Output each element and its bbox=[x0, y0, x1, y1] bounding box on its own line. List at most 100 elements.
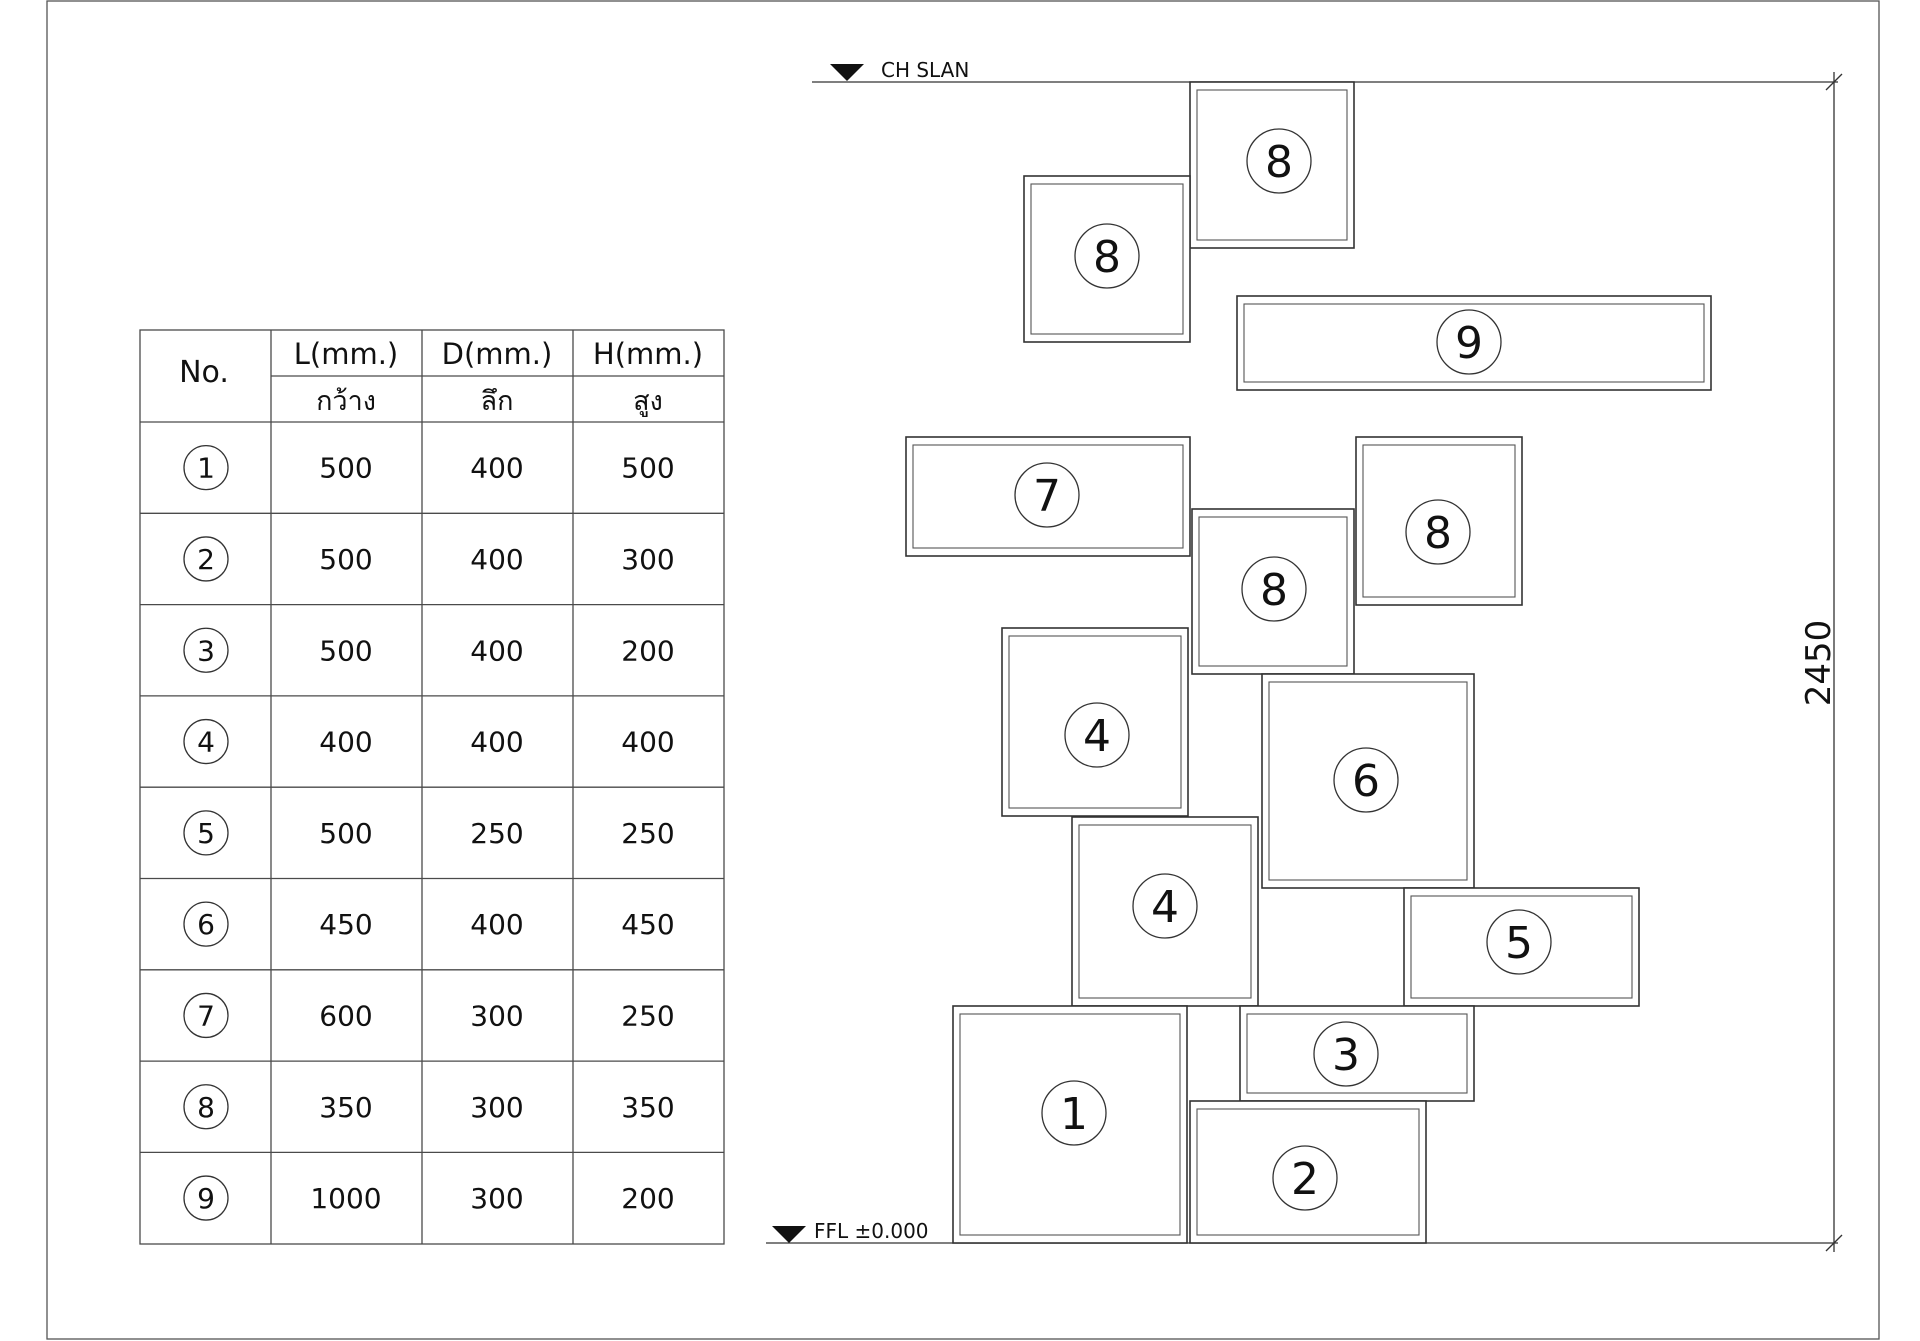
table-header-no: No. bbox=[179, 355, 229, 390]
shelf-box-8: 8 bbox=[1191, 508, 1355, 675]
table-header-length: L(mm.) bbox=[294, 337, 399, 371]
shelf-number-circle bbox=[1333, 747, 1399, 813]
item-number: 5 bbox=[197, 817, 215, 850]
cell-d: 400 bbox=[470, 452, 523, 485]
shelf-box-inner bbox=[1078, 824, 1252, 999]
shelf-box-9: 9 bbox=[1236, 295, 1712, 391]
shelf-number-circle bbox=[1272, 1145, 1338, 1211]
cell-l: 500 bbox=[319, 817, 372, 850]
shelf-box-inner bbox=[1198, 516, 1348, 667]
item-number: 6 bbox=[197, 908, 215, 941]
shelf-number-circle bbox=[1405, 499, 1471, 565]
dimension-tick-bottom bbox=[1825, 1234, 1843, 1252]
dimension-label: 2450 bbox=[1799, 620, 1839, 707]
shelf-box-4: 4 bbox=[1001, 627, 1189, 817]
shelf-box-inner bbox=[959, 1013, 1181, 1236]
table-header-length-thai: กว้าง bbox=[316, 386, 376, 417]
shelf-box-1: 1 bbox=[952, 1005, 1188, 1244]
cell-l: 500 bbox=[319, 452, 372, 485]
table-header-depth-thai: ลึก bbox=[481, 386, 514, 417]
item-number-circle bbox=[183, 536, 229, 582]
item-number: 2 bbox=[197, 543, 215, 576]
shelf-boxes: 8 8 9 7 8 8 4 6 4 5 3 1 2 bbox=[905, 81, 1712, 1244]
shelf-number: 8 bbox=[1265, 137, 1293, 188]
cell-h: 450 bbox=[621, 908, 674, 941]
spec-table: No. L(mm.) D(mm.) H(mm.) กว้าง ลึก สูง 1… bbox=[139, 329, 725, 1245]
cell-d: 300 bbox=[470, 1091, 523, 1124]
cell-d: 400 bbox=[470, 726, 523, 759]
item-number: 4 bbox=[197, 726, 215, 759]
cell-l: 600 bbox=[319, 999, 372, 1032]
shelf-box-7: 7 bbox=[905, 436, 1191, 557]
item-number-circle bbox=[183, 810, 229, 856]
cell-l: 350 bbox=[319, 1091, 372, 1124]
shelf-number: 2 bbox=[1291, 1154, 1319, 1205]
table-header-height-thai: สูง bbox=[633, 386, 663, 417]
table-header-depth: D(mm.) bbox=[442, 337, 553, 371]
floor-level-marker-icon bbox=[772, 1226, 806, 1243]
shelf-number-circle bbox=[1313, 1021, 1379, 1087]
shelf-number: 8 bbox=[1260, 565, 1288, 616]
cell-h: 200 bbox=[621, 1182, 674, 1215]
cell-l: 500 bbox=[319, 634, 372, 667]
shelf-number-circle bbox=[1064, 702, 1130, 768]
shelf-box-6: 6 bbox=[1261, 673, 1475, 889]
cell-d: 300 bbox=[470, 999, 523, 1032]
shelf-number: 3 bbox=[1332, 1030, 1360, 1081]
shelf-number: 4 bbox=[1151, 882, 1179, 933]
cell-l: 400 bbox=[319, 726, 372, 759]
cell-h: 500 bbox=[621, 452, 674, 485]
cell-l: 500 bbox=[319, 543, 372, 576]
shelf-number: 6 bbox=[1352, 756, 1380, 807]
shelf-box-8: 8 bbox=[1023, 175, 1191, 343]
cell-h: 300 bbox=[621, 543, 674, 576]
shelf-box-inner bbox=[1030, 183, 1184, 335]
shelf-number: 5 bbox=[1505, 918, 1533, 969]
cell-l: 1000 bbox=[310, 1182, 381, 1215]
cell-d: 400 bbox=[470, 634, 523, 667]
shelf-box-3: 3 bbox=[1239, 1005, 1475, 1102]
cell-h: 250 bbox=[621, 817, 674, 850]
shelf-box-8: 8 bbox=[1355, 436, 1523, 606]
ceiling-level-marker-icon bbox=[830, 64, 864, 81]
table-row: 2 500 400 300 bbox=[183, 536, 675, 582]
cell-d: 300 bbox=[470, 1182, 523, 1215]
cell-d: 400 bbox=[470, 908, 523, 941]
shelf-number-circle bbox=[1074, 223, 1140, 289]
shelf-number: 7 bbox=[1033, 471, 1061, 522]
shelf-box-4: 4 bbox=[1071, 816, 1259, 1007]
shelf-number: 8 bbox=[1093, 232, 1121, 283]
shelf-number: 8 bbox=[1424, 508, 1452, 559]
shelf-number: 1 bbox=[1060, 1089, 1088, 1140]
shelf-number: 4 bbox=[1083, 711, 1111, 762]
shelf-box-5: 5 bbox=[1403, 887, 1640, 1007]
floor-level-label: FFL ±0.000 bbox=[814, 1219, 929, 1243]
shelf-box-inner bbox=[1246, 1013, 1468, 1094]
shelf-box-inner bbox=[1362, 444, 1516, 598]
shelf-box-outline bbox=[1023, 175, 1191, 343]
shelf-number: 9 bbox=[1455, 318, 1483, 369]
item-number-circle bbox=[183, 992, 229, 1039]
shelf-number-circle bbox=[1436, 309, 1502, 375]
shelf-box-inner bbox=[1243, 303, 1705, 383]
item-number: 3 bbox=[197, 634, 215, 667]
item-number: 8 bbox=[197, 1091, 215, 1124]
ceiling-level-label: CH SLAN bbox=[881, 58, 969, 82]
shelf-number-circle bbox=[1246, 128, 1312, 194]
shelf-box-inner bbox=[1196, 1108, 1420, 1236]
shelf-box-outline bbox=[1191, 508, 1355, 675]
shelf-number-circle bbox=[1014, 462, 1080, 528]
shelf-box-inner bbox=[912, 444, 1184, 549]
item-number: 7 bbox=[197, 999, 215, 1032]
item-number-circle bbox=[183, 718, 229, 765]
shelf-box-2: 2 bbox=[1189, 1100, 1427, 1244]
cell-h: 200 bbox=[621, 634, 674, 667]
cell-d: 400 bbox=[470, 543, 523, 576]
shelf-number-circle bbox=[1241, 556, 1307, 622]
